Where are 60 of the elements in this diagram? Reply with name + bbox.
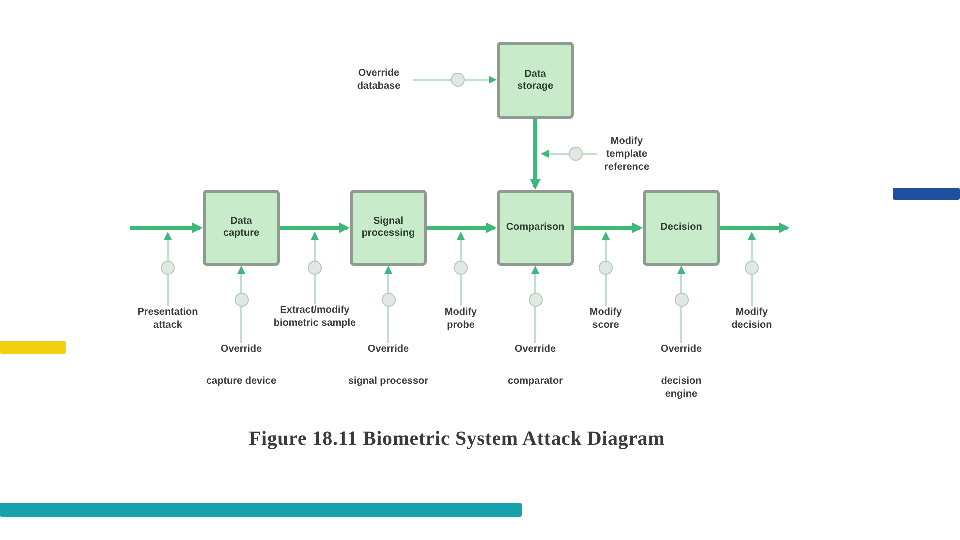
arrow	[602, 232, 610, 261]
attack-label: Modify probe	[439, 306, 483, 332]
arrow	[384, 266, 392, 293]
connector-line	[167, 275, 169, 306]
attack-label: comparator	[506, 375, 564, 388]
connector-line	[240, 307, 242, 343]
arrow	[280, 222, 350, 234]
attack-label: Presentation attack	[133, 306, 203, 332]
attack-label: Override	[366, 343, 410, 356]
attack-label: Override	[220, 343, 264, 356]
attack-point-circle	[528, 293, 542, 307]
figure-caption: Figure 18.11 Biometric System Attack Diagram	[248, 428, 666, 451]
connector-line	[460, 275, 462, 306]
connector-line	[314, 275, 316, 304]
attack-point-circle	[674, 293, 688, 307]
attack-label: Modify score	[584, 306, 628, 332]
arrow	[530, 119, 541, 190]
process-box: Signal processing	[350, 190, 427, 266]
attack-point-circle	[161, 261, 175, 275]
attack-label: Override database	[345, 67, 413, 93]
attack-point-circle	[454, 261, 468, 275]
attack-label: signal processor	[347, 375, 430, 388]
attack-label: Modify template reference	[597, 135, 657, 174]
attack-point-circle	[234, 293, 248, 307]
arrow	[748, 232, 756, 261]
attack-point-circle	[569, 147, 583, 161]
attack-point-circle	[382, 293, 396, 307]
attack-label: Override	[514, 343, 558, 356]
connector-line	[534, 307, 536, 343]
arrow	[465, 76, 497, 84]
arrow	[457, 232, 465, 261]
connector-line	[751, 275, 753, 306]
connector-line	[388, 307, 390, 343]
attack-label: Extract/modify biometric sample	[272, 304, 358, 330]
connector-line	[680, 307, 682, 343]
attack-point-circle	[308, 261, 322, 275]
arrow	[427, 222, 497, 234]
attack-point-circle	[599, 261, 613, 275]
arrow	[541, 150, 569, 158]
process-box: Data storage	[497, 42, 574, 119]
attack-label: capture device	[205, 375, 278, 388]
process-box: Comparison	[497, 190, 574, 266]
attack-label: Modify decision	[726, 306, 778, 332]
attack-label: Override	[660, 343, 704, 356]
attack-point-circle	[451, 73, 465, 87]
arrow	[532, 266, 540, 293]
arrow	[720, 222, 790, 234]
connector-line	[583, 153, 597, 155]
arrow	[678, 266, 686, 293]
arrow	[164, 232, 172, 261]
arrow	[130, 222, 203, 234]
process-box: Decision	[643, 190, 720, 266]
process-box: Data capture	[203, 190, 280, 266]
arrow	[238, 266, 246, 293]
attack-point-circle	[745, 261, 759, 275]
arrow	[574, 222, 643, 234]
connector-line	[413, 79, 451, 81]
attack-label: decision engine	[660, 375, 703, 401]
connector-line	[605, 275, 607, 306]
arrow	[311, 232, 319, 261]
